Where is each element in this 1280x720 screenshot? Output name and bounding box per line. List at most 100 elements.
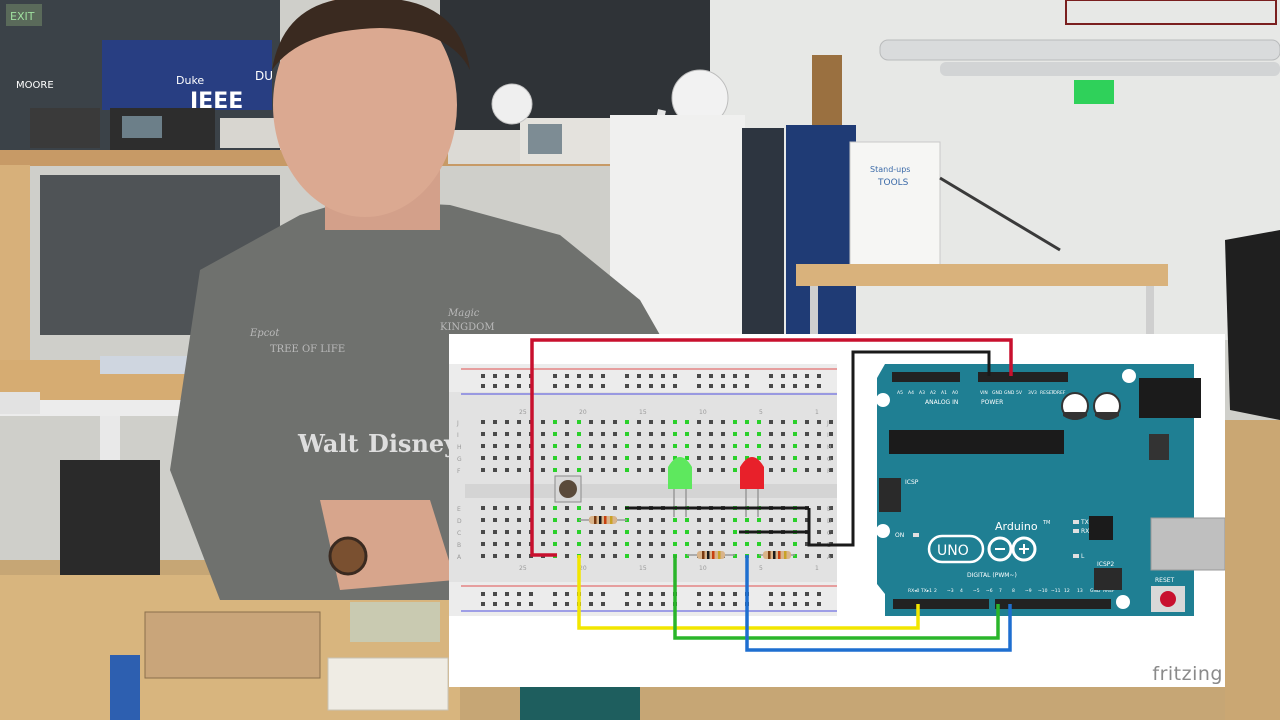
breadboard-hole xyxy=(493,506,497,510)
small-breadboard xyxy=(327,657,449,711)
breadboard-col-label: 20 xyxy=(579,565,587,572)
power-pin-label: IOREF xyxy=(1052,390,1066,396)
resistor-band xyxy=(599,516,602,524)
connected-hole xyxy=(733,468,737,472)
breadboard-hole xyxy=(481,518,485,522)
resistor-band xyxy=(718,551,721,559)
digital-pin-label: 4 xyxy=(960,588,963,594)
breadboard-hole xyxy=(589,542,593,546)
breadboard-hole xyxy=(565,530,569,534)
floor-right xyxy=(1225,420,1280,720)
breadboard-hole xyxy=(709,432,713,436)
breadboard-col-label: 5 xyxy=(759,565,763,572)
rail-hole xyxy=(553,602,557,606)
power-pin-label: 3V3 xyxy=(1028,390,1037,396)
breadboard-hole xyxy=(613,444,617,448)
breadboard-hole xyxy=(721,444,725,448)
breadboard-hole xyxy=(565,542,569,546)
connected-hole xyxy=(553,444,557,448)
breadboard-hole xyxy=(661,530,665,534)
power-strip xyxy=(0,392,40,414)
connected-hole xyxy=(553,456,557,460)
breadboard-hole xyxy=(829,420,833,424)
atmega-chip xyxy=(889,430,1064,454)
resistor-band xyxy=(784,551,787,559)
rail-hole xyxy=(505,374,509,378)
wire-black-gnd xyxy=(807,350,991,547)
connected-hole xyxy=(685,530,689,534)
rail-hole xyxy=(589,384,593,388)
resistor-band xyxy=(778,551,781,559)
connected-hole xyxy=(793,554,797,558)
connected-hole xyxy=(685,456,689,460)
rail-hole xyxy=(481,592,485,596)
rail-hole xyxy=(517,602,521,606)
analog-pin-label: A5 xyxy=(897,390,903,396)
rail-hole xyxy=(805,592,809,596)
rail-hole xyxy=(817,374,821,378)
breadboard-hole xyxy=(817,518,821,522)
exit-sign-text: EXIT xyxy=(10,10,35,23)
pushbutton xyxy=(554,475,582,503)
breadboard-hole xyxy=(721,530,725,534)
resistor-band xyxy=(707,551,710,559)
on-led xyxy=(913,533,919,537)
rail-hole xyxy=(817,592,821,596)
rail-hole xyxy=(793,602,797,606)
connected-hole xyxy=(577,468,581,472)
resistor-body xyxy=(589,516,617,524)
connected-hole xyxy=(757,432,761,436)
breadboard-hole xyxy=(601,468,605,472)
connected-hole xyxy=(553,420,557,424)
tool-cabinet xyxy=(786,125,856,335)
breadboard-hole xyxy=(601,456,605,460)
breadboard-hole xyxy=(589,468,593,472)
arduino-board-photo xyxy=(520,686,640,720)
connected-hole xyxy=(577,456,581,460)
digital-pin-label: ~5 xyxy=(973,588,980,594)
digital-pin-label: ~3 xyxy=(947,588,954,594)
connected-hole xyxy=(745,542,749,546)
breadboard-hole xyxy=(805,554,809,558)
breadboard-hole xyxy=(505,444,509,448)
parts-box xyxy=(144,611,321,679)
breadboard-row-label: D xyxy=(457,518,462,525)
connected-hole xyxy=(625,432,629,436)
breadboard-hole xyxy=(601,420,605,424)
arduino-pcb xyxy=(877,364,1194,616)
breadboard-hole xyxy=(817,554,821,558)
connected-hole xyxy=(793,468,797,472)
breadboard-hole xyxy=(805,468,809,472)
shirt-brand-a: Walt xyxy=(297,429,359,458)
arduino-mount-hole-1 xyxy=(876,393,890,407)
breadboard-hole xyxy=(661,554,665,558)
breadboard-hole xyxy=(637,432,641,436)
breadboard-hole xyxy=(493,432,497,436)
breadboard-row-label: G xyxy=(827,456,832,463)
rail-hole xyxy=(565,592,569,596)
breadboard-hole xyxy=(817,444,821,448)
rail-hole xyxy=(721,374,725,378)
rail-hole xyxy=(553,374,557,378)
breadboard-hole xyxy=(649,444,653,448)
rail-hole xyxy=(733,384,737,388)
analog-header xyxy=(892,372,960,382)
digital-pin-label: 2 xyxy=(934,588,937,594)
breadboard-row-label: I xyxy=(827,432,829,439)
rail-hole xyxy=(577,384,581,388)
parts-bag xyxy=(350,602,440,642)
rail-hole xyxy=(721,384,725,388)
analog-pin-label: A2 xyxy=(930,390,936,396)
breadboard-row-label: F xyxy=(827,468,831,475)
breadboard-hole xyxy=(829,456,833,460)
breadboard-hole xyxy=(769,420,773,424)
breadboard-hole xyxy=(649,420,653,424)
breadboard-hole xyxy=(661,432,665,436)
connected-hole xyxy=(685,432,689,436)
on-label: ON xyxy=(895,532,904,539)
breadboard-hole xyxy=(709,542,713,546)
connected-hole xyxy=(625,456,629,460)
rail-hole xyxy=(769,374,773,378)
connected-hole xyxy=(745,420,749,424)
breadboard-hole xyxy=(637,518,641,522)
